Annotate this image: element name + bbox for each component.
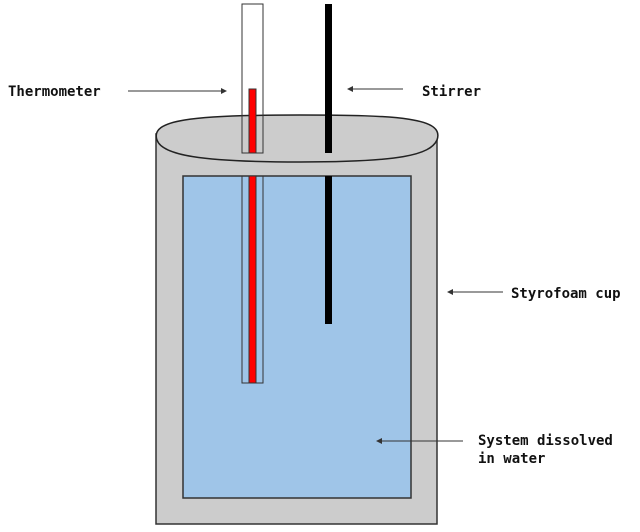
cup-lid xyxy=(155,114,439,163)
stirrer-rod-upper xyxy=(325,4,332,153)
stirrer-rod-lower xyxy=(325,176,332,324)
water-solution xyxy=(182,175,412,499)
styrofoam-cup-label: Styrofoam cup xyxy=(511,286,621,302)
system-label-line2: in water xyxy=(478,451,545,467)
thermometer-label: Thermometer xyxy=(8,84,101,100)
thermometer-mercury-lower xyxy=(248,175,257,384)
thermometer-mercury-upper xyxy=(248,88,257,154)
stirrer-label: Stirrer xyxy=(422,84,481,100)
system-label-line1: System dissolved xyxy=(478,433,613,449)
